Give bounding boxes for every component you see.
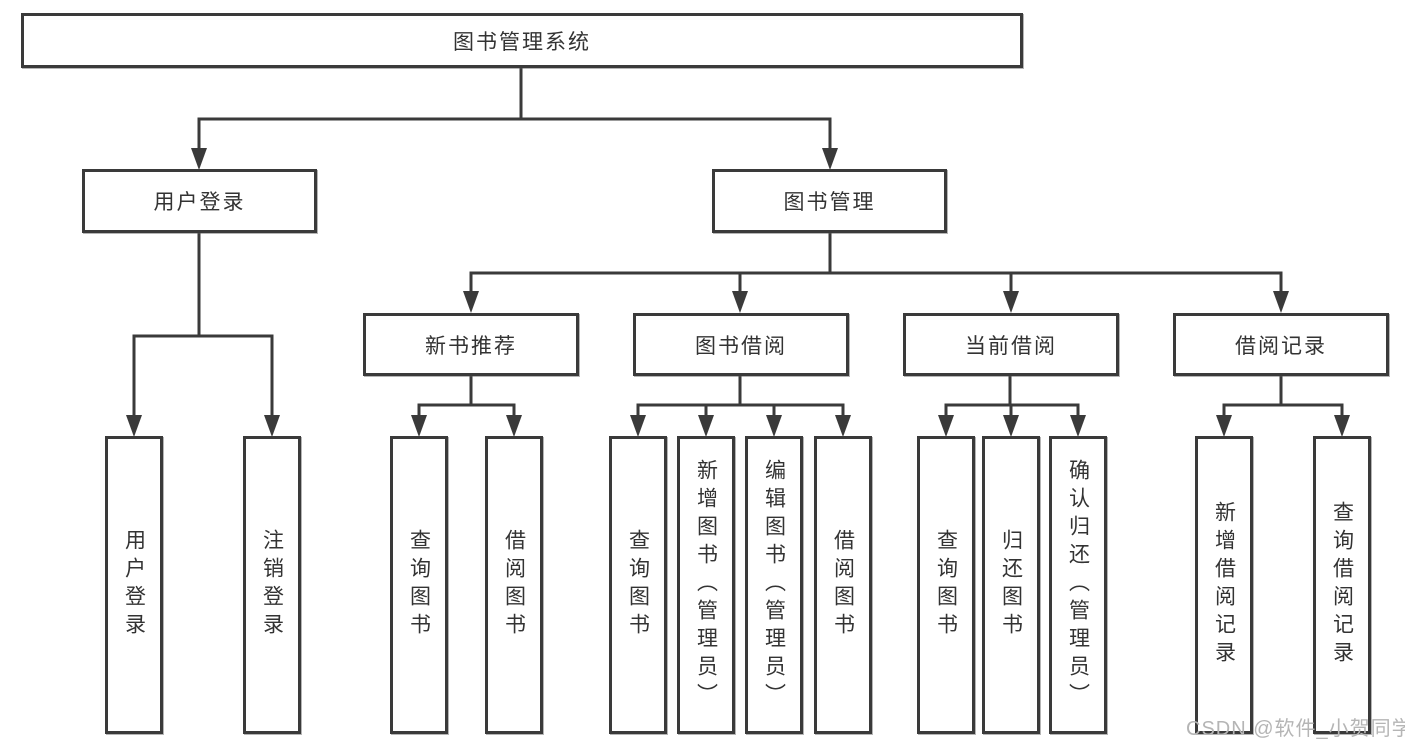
leaf-query-borrow-record: 查询借阅记录	[1313, 436, 1371, 734]
node-book-management-label: 图书管理	[783, 191, 876, 214]
leaf-add-borrow-record: 新增借阅记录	[1195, 436, 1253, 734]
leaf-query-books-current: 查询图书	[917, 436, 975, 734]
leaf-logout: 注销登录	[243, 436, 301, 734]
node-new-book-recommend-label: 新书推荐	[425, 334, 517, 358]
leaf-query-books-borrow-label: 查询图书	[626, 529, 650, 641]
leaf-logout-label: 注销登录	[260, 529, 284, 641]
node-current-borrow-label: 当前借阅	[965, 334, 1057, 358]
node-current-borrow: 当前借阅	[903, 313, 1119, 376]
leaf-query-books-borrow: 查询图书	[609, 436, 667, 734]
node-user-login-label: 用户登录	[153, 191, 246, 214]
leaf-add-books-admin: 新增图书（管理员）	[677, 436, 735, 734]
leaf-add-borrow-record-label: 新增借阅记录	[1212, 501, 1236, 669]
node-root: 图书管理系统	[21, 13, 1023, 68]
leaf-borrow-books: 借阅图书	[814, 436, 872, 734]
leaf-edit-books-admin: 编辑图书（管理员）	[745, 436, 803, 734]
leaf-confirm-return-admin: 确认归还（管理员）	[1049, 436, 1107, 734]
leaf-query-books-recommend-label: 查询图书	[407, 529, 431, 641]
leaf-return-books: 归还图书	[982, 436, 1040, 734]
leaf-borrow-books-recommend: 借阅图书	[485, 436, 543, 734]
node-root-label: 图书管理系统	[453, 30, 591, 54]
node-book-borrow: 图书借阅	[633, 313, 849, 376]
node-borrow-records: 借阅记录	[1173, 313, 1389, 376]
node-new-book-recommend: 新书推荐	[363, 313, 579, 376]
node-borrow-records-label: 借阅记录	[1235, 334, 1327, 358]
node-book-borrow-label: 图书借阅	[695, 334, 787, 358]
leaf-edit-books-admin-label: 编辑图书（管理员）	[762, 459, 786, 711]
leaf-add-books-admin-label: 新增图书（管理员）	[694, 459, 718, 711]
leaf-query-books-current-label: 查询图书	[934, 529, 958, 641]
leaf-user-login: 用户登录	[105, 436, 163, 734]
node-user-login: 用户登录	[82, 169, 317, 233]
leaf-query-borrow-record-label: 查询借阅记录	[1330, 501, 1354, 669]
leaf-borrow-books-recommend-label: 借阅图书	[502, 529, 526, 641]
leaf-user-login-label: 用户登录	[122, 529, 146, 641]
leaf-borrow-books-label: 借阅图书	[831, 529, 855, 641]
leaf-query-books-recommend: 查询图书	[390, 436, 448, 734]
leaf-return-books-label: 归还图书	[999, 529, 1023, 641]
node-book-management: 图书管理	[712, 169, 947, 233]
leaf-confirm-return-admin-label: 确认归还（管理员）	[1066, 459, 1090, 711]
watermark: CSDN @软件_小贺同学	[1186, 718, 1405, 740]
